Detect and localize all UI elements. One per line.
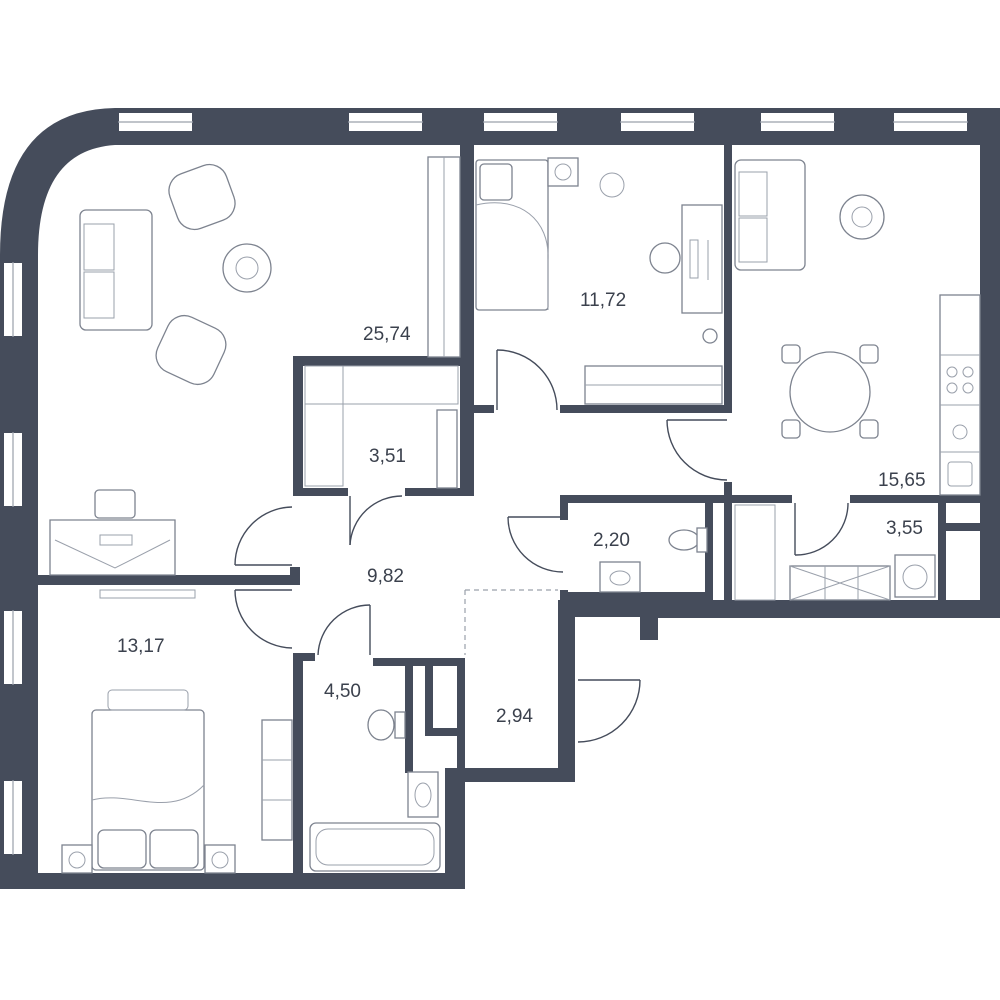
bedroom-south-furniture [61, 589, 293, 874]
window-north-1 [117, 111, 194, 133]
area-label-living: 25,74 [363, 324, 411, 345]
window-north-4 [619, 111, 696, 133]
toilet-icon [367, 709, 406, 741]
toilet-icon [668, 527, 708, 553]
kitchen-furniture [734, 159, 981, 496]
sofa-icon [734, 159, 806, 271]
area-label-hall: 9,82 [367, 566, 404, 587]
area-label-bath-small: 2,20 [593, 530, 630, 551]
window-north-6 [892, 111, 969, 133]
windows [2, 111, 969, 856]
window-west-2 [2, 431, 24, 508]
shelf-icon [789, 565, 891, 601]
interior-walls [38, 145, 980, 878]
sink-icon [407, 771, 439, 818]
storage-rack-icon [734, 504, 776, 601]
window-west-4 [2, 779, 24, 856]
coffee-table-icon [222, 243, 272, 293]
desk-icon [49, 489, 176, 576]
nightstand-icon [547, 157, 579, 187]
armchair-icon [155, 163, 236, 386]
window-north-5 [759, 111, 836, 133]
area-label-vestibule: 2,94 [496, 706, 533, 727]
dining-table-icon [781, 344, 879, 439]
wardrobe-icon [427, 156, 461, 358]
sink-icon [599, 561, 641, 593]
living-room-furniture [49, 156, 461, 576]
area-label-bedroom-north: 11,72 [580, 290, 626, 311]
washing-machine-icon [894, 554, 936, 598]
area-label-bathroom: 4,50 [324, 681, 361, 702]
shelf-icon [261, 719, 293, 841]
desk-icon [649, 204, 723, 314]
small-bath-furniture [599, 527, 708, 593]
bed-icon [91, 689, 205, 871]
door-swings [234, 349, 849, 743]
area-label-bedroom-south: 13,17 [117, 636, 165, 657]
bed-icon [475, 159, 549, 311]
window-west-3 [2, 609, 24, 686]
area-label-utility: 3,55 [886, 518, 923, 539]
kitchen-counter-icon [939, 294, 981, 496]
coffee-table-icon [839, 194, 885, 240]
sofa-icon [79, 209, 153, 331]
nightstand-icon [204, 844, 236, 874]
area-labels: 25,74 11,72 15,65 3,51 2,20 3,55 9,82 13… [117, 290, 926, 727]
window-west-1 [2, 261, 24, 338]
tv-stand-icon [99, 589, 196, 599]
area-label-wardrobe: 3,51 [369, 446, 406, 467]
wardrobe-icon [584, 365, 723, 405]
window-north-3 [482, 111, 559, 133]
area-label-kitchen: 15,65 [878, 470, 926, 491]
window-north-2 [347, 111, 424, 133]
toy-icon [599, 172, 625, 198]
bedroom-north-furniture [475, 157, 723, 405]
ball-icon [702, 328, 718, 344]
nightstand-icon [61, 844, 93, 874]
bathtub-icon [309, 822, 441, 872]
bathroom-furniture [309, 709, 441, 872]
walk-in-wardrobe-furniture [304, 365, 459, 489]
utility-furniture [734, 504, 936, 601]
